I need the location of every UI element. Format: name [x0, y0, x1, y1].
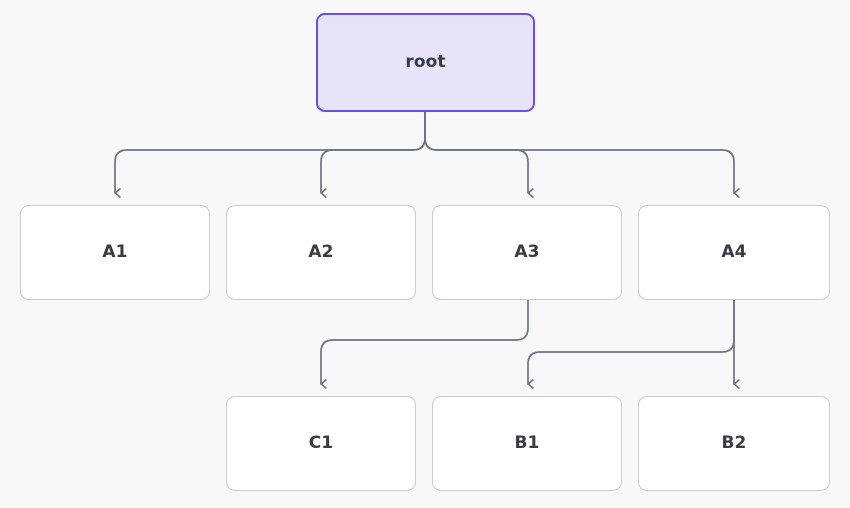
node-label-b1: B1: [514, 433, 540, 453]
edge-a4-to-b1: [527, 299, 735, 389]
edge-root-to-a3: [424, 111, 534, 198]
node-a4[interactable]: A4: [638, 205, 830, 300]
node-label-a4: A4: [721, 242, 747, 262]
edge-a3-to-c1: [320, 299, 529, 389]
node-a2[interactable]: A2: [226, 205, 416, 300]
node-a1[interactable]: A1: [20, 205, 210, 300]
node-root[interactable]: root: [316, 13, 535, 112]
node-label-b2: B2: [721, 433, 747, 453]
node-b1[interactable]: B1: [432, 396, 622, 491]
node-label-a3: A3: [514, 242, 540, 262]
node-c1[interactable]: C1: [226, 396, 416, 491]
node-label-c1: C1: [308, 433, 334, 453]
node-label-root: root: [405, 52, 446, 72]
node-label-a1: A1: [102, 242, 128, 262]
node-a3[interactable]: A3: [432, 205, 622, 300]
edge-root-to-a1: [114, 111, 426, 198]
edge-root-to-a2: [320, 111, 426, 198]
node-b2[interactable]: B2: [638, 396, 830, 491]
node-label-a2: A2: [308, 242, 334, 262]
edge-root-to-a4: [424, 111, 740, 198]
